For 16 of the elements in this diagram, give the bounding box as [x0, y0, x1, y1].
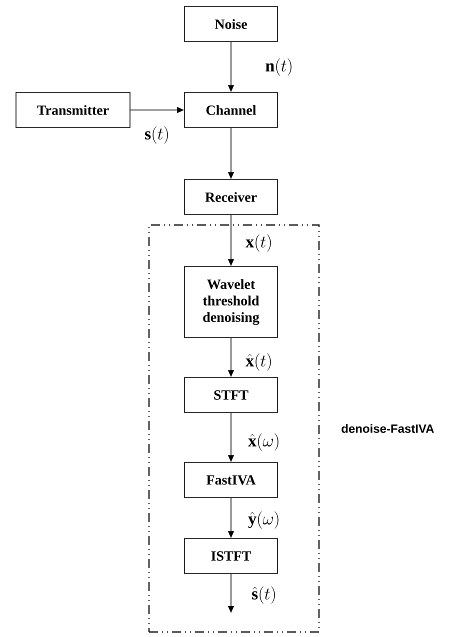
process-box: Wavelet threshold denoising [184, 266, 278, 338]
process-box: Noise [184, 6, 278, 42]
edge-label: $\mathbf{n}(t)$ [266, 58, 292, 76]
process-box: Receiver [184, 179, 278, 215]
edge-label: $\hat{\mathbf{s}}(t)$ [252, 586, 275, 604]
edge-label: $\mathbf{x}(t)$ [246, 234, 271, 252]
edge-label: $\hat{\mathbf{x}}(\omega)$ [248, 433, 278, 451]
process-box: STFT [184, 377, 278, 413]
node-label: denoise-FastIVA [342, 424, 434, 433]
edge-label: $\mathbf{s}(t)$ [145, 126, 168, 144]
process-box: Transmitter [16, 92, 130, 128]
edge-label: $\hat{\mathbf{x}}(t)$ [246, 353, 271, 371]
edge-label: $\hat{\mathbf{y}}(\omega)$ [248, 511, 278, 529]
process-box: FastIVA [184, 462, 278, 498]
process-box: Channel [184, 92, 278, 128]
process-box: ISTFT [184, 538, 278, 574]
